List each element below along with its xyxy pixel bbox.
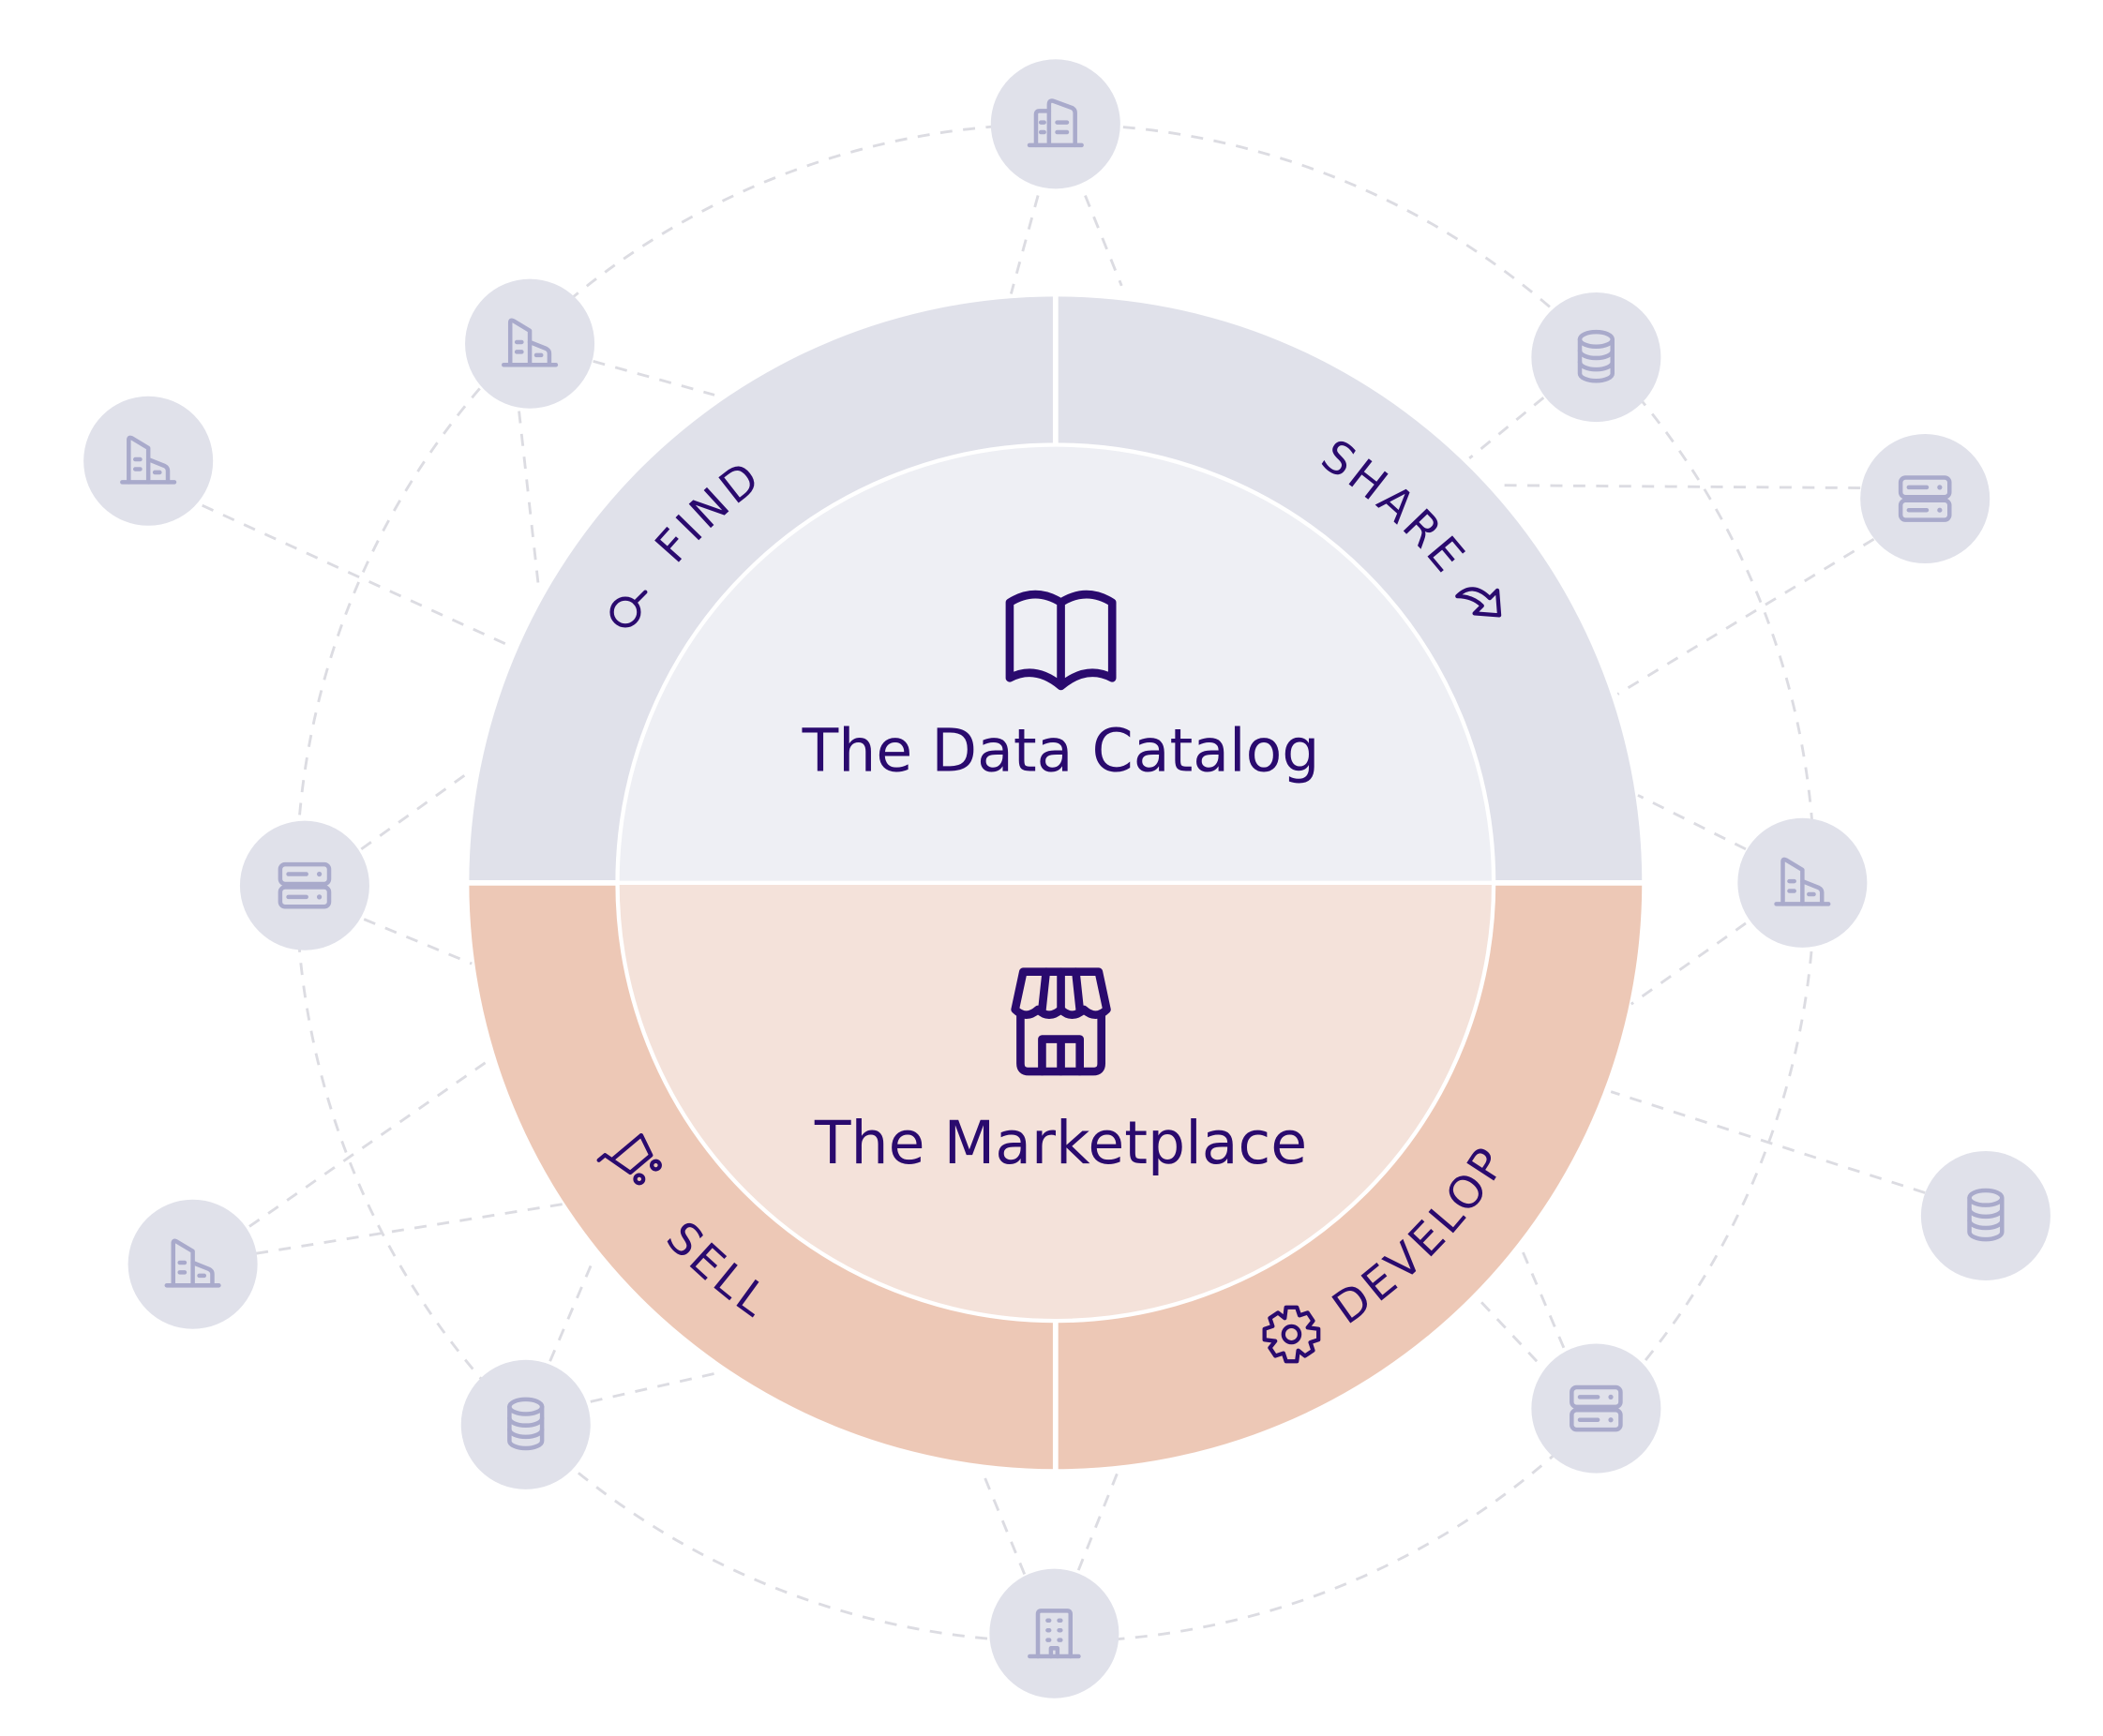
gear-icon [1262, 1305, 1321, 1364]
search-icon [609, 590, 648, 628]
network-link [1637, 794, 1747, 851]
data-catalog-panel[interactable] [617, 444, 1495, 883]
data-catalog-title: The Data Catalog [802, 715, 1320, 785]
network-link [1630, 921, 1747, 1006]
network-node[interactable] [1860, 434, 1990, 564]
network-link [248, 1056, 493, 1228]
network-node[interactable] [239, 820, 369, 950]
network-link [593, 359, 715, 397]
network-link [1519, 1246, 1566, 1349]
network-link [202, 503, 513, 649]
network-link [1009, 195, 1040, 294]
network-link [1076, 1468, 1120, 1571]
network-link [1468, 397, 1545, 460]
open-book-icon [1005, 590, 1117, 691]
network-node[interactable] [128, 1199, 258, 1329]
network-link [1616, 537, 1875, 696]
network-node[interactable] [1920, 1150, 2050, 1280]
network-node[interactable] [460, 1359, 591, 1489]
inner-circle [615, 442, 1496, 1324]
network-link [255, 1202, 567, 1255]
share-arrow-icon [1455, 587, 1502, 618]
network-link [1084, 194, 1123, 287]
network-link [1495, 484, 1861, 489]
network-link [590, 1370, 722, 1403]
node-circle [990, 59, 1120, 189]
network-node[interactable] [989, 1568, 1119, 1699]
network-node[interactable] [1531, 1343, 1661, 1474]
marketplace-panel[interactable] [617, 882, 1495, 1321]
node-circle [989, 1568, 1119, 1699]
network-node[interactable] [1531, 292, 1661, 423]
marketplace-title: The Marketplace [814, 1108, 1307, 1177]
storefront-icon [1011, 967, 1111, 1076]
shopping-cart-icon [596, 1132, 662, 1186]
network-link [1475, 1295, 1539, 1363]
network-link [1610, 1090, 1926, 1194]
network-node[interactable] [465, 278, 595, 409]
network-link [518, 411, 541, 593]
network-link [363, 918, 473, 965]
network-link [360, 773, 466, 851]
network-node[interactable] [83, 396, 214, 526]
network-node[interactable] [1737, 817, 1868, 948]
network-link [983, 1474, 1027, 1575]
network-nodes [83, 59, 2050, 1699]
network-node[interactable] [990, 59, 1120, 189]
network-link [548, 1259, 594, 1362]
